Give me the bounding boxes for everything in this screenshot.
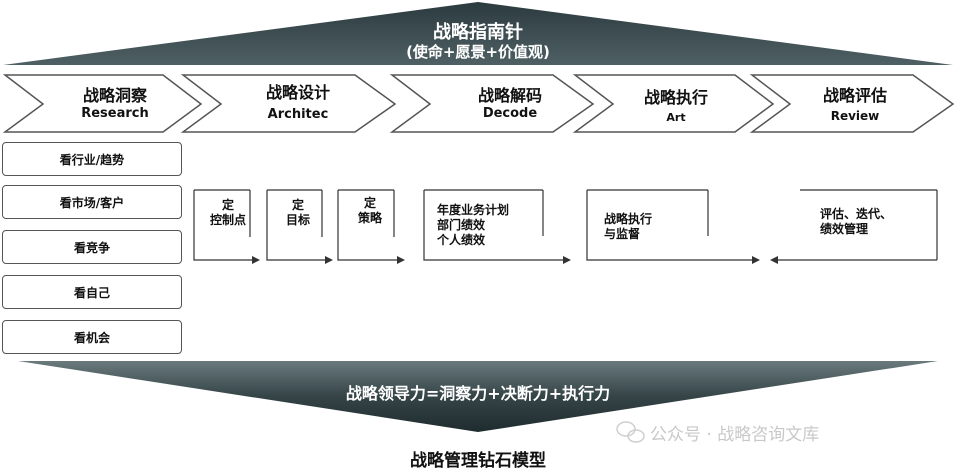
decode-line: 年度业务计划 <box>437 203 510 217</box>
stage-review: 战略评估 Review <box>800 86 910 124</box>
stage-en-label: Architec <box>267 107 329 122</box>
design-target: 定 目标 <box>270 198 326 228</box>
stage-cn-label: 战略解码 <box>477 86 542 105</box>
review-line: 绩效管理 <box>820 222 869 236</box>
compass-title: 战略指南针 <box>433 22 523 43</box>
stage-architec: 战略设计 Architec <box>243 83 353 123</box>
insight-item: 看市场/客户 <box>2 185 182 219</box>
execution-line: 与监督 <box>604 227 641 241</box>
stage-cn-label: 战略执行 <box>643 88 708 107</box>
chevron-decode <box>389 74 595 133</box>
review-content: 评估、迭代、 绩效管理 <box>820 207 892 237</box>
wechat-icon <box>616 421 645 443</box>
insight-item: 看机会 <box>2 320 182 354</box>
stage-cn-label: 战略评估 <box>822 86 887 105</box>
design-line2: 目标 <box>285 213 310 227</box>
decode-content: 年度业务计划 部门绩效 个人绩效 <box>437 203 509 248</box>
stage-chevrons <box>2 74 955 133</box>
execution-line: 战略执行 <box>604 212 653 226</box>
design-strategy: 定 策略 <box>341 196 399 226</box>
stage-cn-label: 战略洞察 <box>82 86 147 105</box>
leadership-formula: 战略领导力=洞察力+决断力+执行力 <box>345 384 611 403</box>
decode-line: 部门绩效 <box>437 218 486 232</box>
stage-cn-label: 战略设计 <box>265 83 330 102</box>
stage-research: 战略洞察 Research <box>60 86 170 122</box>
design-line2: 控制点 <box>209 213 246 227</box>
design-line1: 定 <box>221 198 234 212</box>
review-line: 评估、迭代、 <box>820 207 893 221</box>
execution-content: 战略执行 与监督 <box>604 212 652 242</box>
chevron-architec <box>180 74 397 133</box>
stage-decode: 战略解码 Decode <box>455 86 565 122</box>
model-title: 战略管理钻石模型 <box>410 451 546 471</box>
leadership-base <box>18 361 938 432</box>
insight-item: 看竞争 <box>2 230 182 264</box>
stage-en-label: Art <box>666 111 686 124</box>
insight-item: 看行业/趋势 <box>2 142 182 176</box>
chevron-review <box>749 74 955 133</box>
chevron-research <box>2 74 203 133</box>
stage-en-label: Decode <box>482 106 538 121</box>
compass-roof <box>3 2 953 65</box>
design-line1: 定 <box>291 198 304 212</box>
watermark-text: 公众号 · 战略咨询文库 <box>650 425 820 445</box>
stage-en-label: Review <box>830 109 880 123</box>
design-line1: 定 <box>363 196 376 210</box>
chevron-art <box>572 74 775 133</box>
stage-art: 战略执行 Art <box>621 88 731 126</box>
insight-item: 看自己 <box>2 275 182 309</box>
compass-subtitle: (使命+愿景+价值观) <box>406 43 550 61</box>
decode-line: 个人绩效 <box>437 233 486 247</box>
design-line2: 策略 <box>357 211 382 225</box>
design-control-point: 定 控制点 <box>200 198 256 228</box>
stage-en-label: Research <box>81 106 149 121</box>
